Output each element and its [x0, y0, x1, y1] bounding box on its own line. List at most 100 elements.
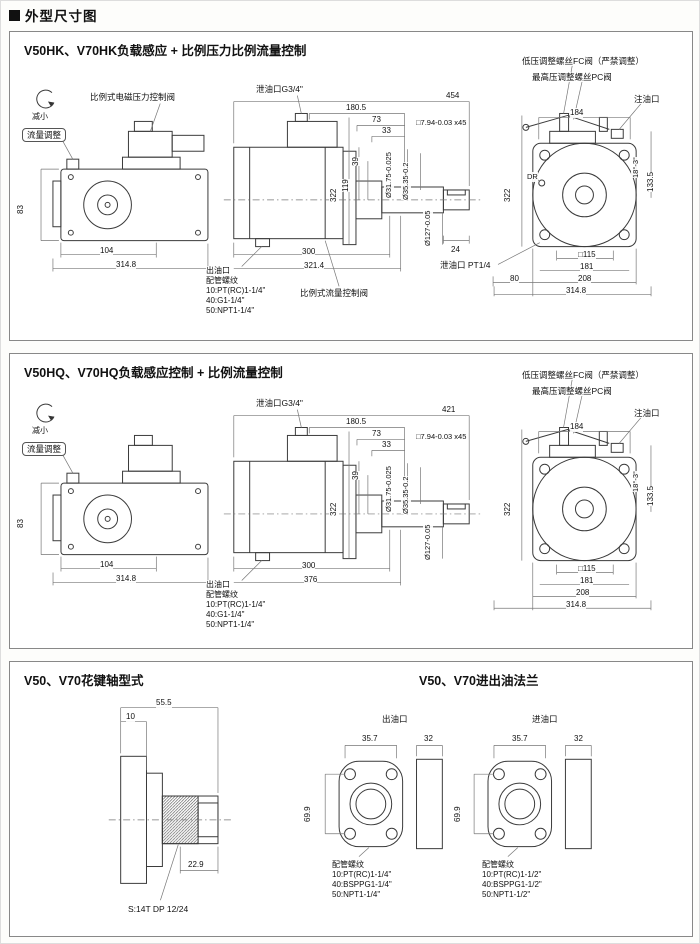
- dim-label: 376: [304, 575, 318, 585]
- dim-label: 314.8: [566, 600, 587, 610]
- fill-port-label: 注油口: [634, 94, 660, 104]
- dim-label: 421: [442, 405, 456, 415]
- dim-label: 314.8: [566, 286, 587, 296]
- dim-label: 40:BSPPG1-1/2": [482, 880, 542, 890]
- dim-label: 55.5: [156, 698, 172, 708]
- dim-label: 10:PT(RC)1-1/4": [206, 286, 266, 296]
- dim-label: 104: [100, 560, 114, 570]
- dim-label: 69.9: [303, 806, 313, 822]
- drain-port-pt14-label: 泄油口 PT1/4: [440, 260, 491, 270]
- dim-label: 73: [372, 115, 381, 125]
- dim-label: 322: [329, 502, 339, 516]
- pipe-thread-label: 配管螺纹: [332, 860, 364, 870]
- dim-label: 208: [576, 588, 590, 598]
- dim-label: 208: [578, 274, 592, 284]
- dim-label: 184: [570, 422, 584, 432]
- dim-label: 50:NPT1-1/4": [206, 620, 255, 630]
- fc-valve-label: 低压调整螺丝FC阀（严禁调整）: [522, 370, 644, 380]
- dim-label: □7.94-0.03 x45: [416, 118, 467, 128]
- dim-label: 32: [574, 734, 583, 744]
- dim-label: 39: [351, 157, 361, 166]
- dim-label: 83: [16, 205, 26, 214]
- dim-label: 181: [580, 262, 594, 272]
- fill-port-label: 注油口: [634, 408, 660, 418]
- dim-label: 50:NPT1-1/4": [332, 890, 381, 900]
- dim-label: 40:G1-1/4": [206, 296, 245, 306]
- dim-label: 18°-3°: [631, 156, 641, 178]
- dim-label: 10:PT(RC)1-1/4": [206, 600, 266, 610]
- outlet-port-label: 出油口: [382, 714, 408, 724]
- dim-label: 32: [424, 734, 433, 744]
- dim-label: 133.5: [646, 171, 656, 192]
- dim-label: 69.9: [453, 806, 463, 822]
- dim-label: 73: [372, 429, 381, 439]
- dim-label: 22.9: [188, 860, 204, 870]
- dim-label: 10:PT(RC)1-1/4": [332, 870, 392, 880]
- dim-label: 300: [302, 561, 316, 571]
- dim-label: 322: [329, 188, 339, 202]
- dim-label: 300: [302, 247, 316, 257]
- dim-label: □7.94-0.03 x45: [416, 432, 467, 442]
- dim-label: 10:PT(RC)1-1/2": [482, 870, 542, 880]
- dim-label: Ø35.35-0.2: [401, 476, 411, 514]
- decrease-label: 减小: [32, 426, 48, 436]
- panel-title-flange: V50、V70进出油法兰: [417, 670, 541, 689]
- dim-label: Ø127-0.05: [423, 524, 433, 560]
- outlet-flange-view: [338, 758, 443, 850]
- pipe-thread-label: 配管螺纹: [206, 590, 238, 600]
- pc-valve-label: 最高压调整螺丝PC阀: [532, 72, 612, 82]
- spline-shaft-view: [108, 755, 232, 884]
- outlet-port-label: 出油口: [206, 266, 230, 276]
- dim-label: 33: [382, 440, 391, 450]
- dim-label: 35.7: [362, 734, 378, 744]
- dim-label: 321.4: [304, 261, 325, 271]
- section-marker: [9, 9, 20, 21]
- inlet-flange-view: [487, 758, 592, 850]
- drain-port-label: 泄油口G3/4": [256, 84, 303, 94]
- pipe-thread-label: 配管螺纹: [482, 860, 514, 870]
- outlet-flange-dims: [324, 745, 443, 857]
- dim-label: 24: [451, 245, 460, 255]
- dim-label: 50:NPT1-1/2": [482, 890, 531, 900]
- page-header: 外型尺寸图: [9, 5, 98, 25]
- dim-label: 83: [16, 519, 26, 528]
- dim-label: □115: [578, 564, 596, 574]
- panel-v50hk-v70hk: V50HK、V70HK负载感应 + 比例压力比例流量控制 减小 比例式电磁压力控制…: [9, 31, 693, 341]
- flow-adjust-label: 流量调整: [22, 442, 67, 456]
- dim-label: □115: [578, 250, 596, 260]
- pc-valve-label: 最高压调整螺丝PC阀: [532, 386, 612, 396]
- proportional-solenoid-pressure-valve-label: 比例式电磁压力控制阀: [90, 92, 176, 102]
- dim-label: 322: [503, 502, 513, 516]
- dim-label: 314.8: [116, 574, 137, 584]
- panel-title: V50HQ、V70HQ负载感应控制 + 比例流量控制: [22, 362, 285, 381]
- dim-label: 133.5: [646, 485, 656, 506]
- dim-label: 180.5: [346, 103, 367, 113]
- dim-label: 35.7: [512, 734, 528, 744]
- dim-label: 184: [570, 108, 584, 118]
- dim-label: 10: [126, 712, 135, 722]
- dim-label: 39: [351, 471, 361, 480]
- dim-label: Ø127-0.05: [423, 210, 433, 246]
- page-title: 外型尺寸图: [25, 9, 98, 24]
- dim-label: 18°-3°: [631, 470, 641, 492]
- spline-spec-label: S:14T DP 12/24: [128, 904, 189, 914]
- panel-title-shaft: V50、V70花键轴型式: [22, 670, 146, 689]
- flow-adjust-label: 流量调整: [22, 128, 67, 142]
- dim-label: 40:BSPPG1-1/4": [332, 880, 392, 890]
- dim-label: Ø35.35-0.2: [401, 162, 411, 200]
- outlet-port-label: 出油口: [206, 580, 230, 590]
- dim-label: 314.8: [116, 260, 137, 270]
- dim-label: 40:G1-1/4": [206, 610, 245, 620]
- fc-valve-label: 低压调整螺丝FC阀（严禁调整）: [522, 56, 644, 66]
- decrease-label: 减小: [32, 112, 48, 122]
- panel-v50hq-v70hq: V50HQ、V70HQ负载感应控制 + 比例流量控制 减小流量调整 泄油口G3/4…: [9, 353, 693, 649]
- dim-label: Ø31.75-0.025: [384, 466, 394, 512]
- dim-label: 104: [100, 246, 114, 256]
- dim-label: 33: [382, 126, 391, 136]
- panel-title: V50HK、V70HK负载感应 + 比例压力比例流量控制: [22, 40, 309, 59]
- v50hk-extras: [149, 103, 546, 287]
- drain-port-label: 泄油口G3/4": [256, 398, 303, 408]
- inlet-port-label: 进油口: [532, 714, 558, 724]
